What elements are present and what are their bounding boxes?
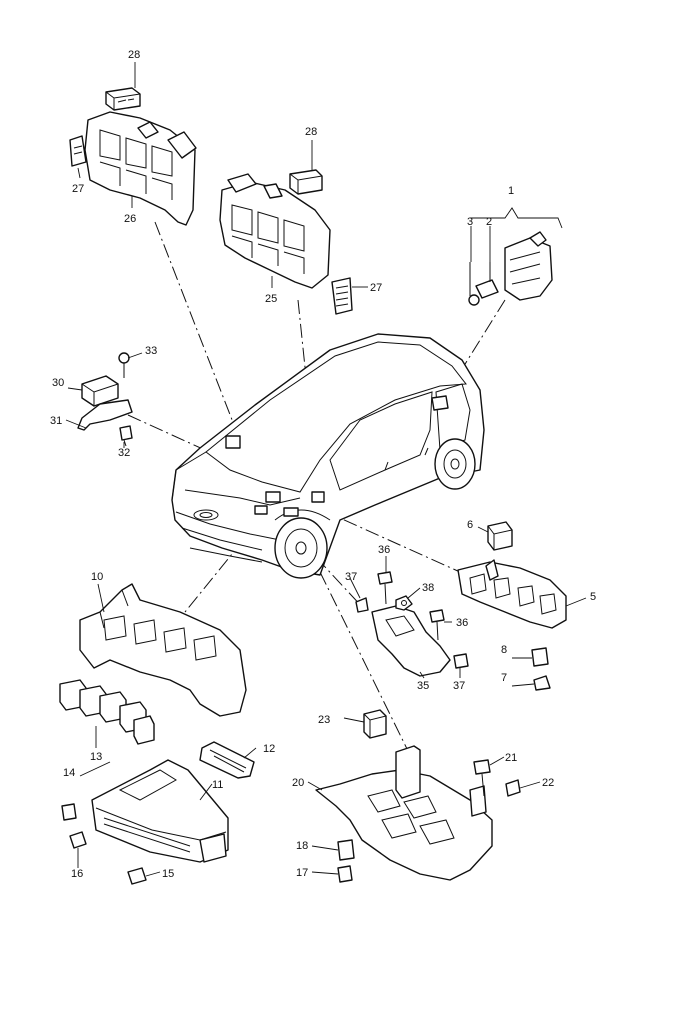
callout-28-top-middle: 28 [305,126,317,138]
carrier-10 [79,583,247,717]
nut-38 [395,595,413,611]
control-unit-11 [61,759,229,863]
callout-7: 7 [501,672,507,684]
callout-3: 3 [467,216,473,228]
callout-1: 1 [508,185,514,197]
callout-35: 35 [417,680,429,692]
callout-31: 31 [50,415,62,427]
callout-13: 13 [90,751,102,763]
callout-6: 6 [467,519,473,531]
fuse-holder-27-middle [331,277,353,315]
car-body [171,333,485,579]
callout-27-middle: 27 [370,282,382,294]
callout-14: 14 [63,767,75,779]
relay-carrier-26 [69,111,197,226]
callout-18: 18 [296,840,308,852]
fuse-8 [531,647,549,667]
callout-25: 25 [265,293,277,305]
relay-6 [487,521,513,551]
clips-15-16 [69,831,147,885]
relay-carrier-5 [457,559,567,629]
callout-26: 26 [124,213,136,225]
part-1-assembly [468,231,553,306]
callout-27-top-left: 27 [72,183,84,195]
bracket-35 [355,597,469,677]
leader-lines [65,62,587,877]
callout-10: 10 [91,571,103,583]
callout-21: 21 [505,752,517,764]
relay-28-top-left [105,87,141,111]
callout-37-right: 37 [453,680,465,692]
clip-17 [337,865,353,883]
callout-33: 33 [145,345,157,357]
callout-36-upper: 36 [378,544,390,556]
callout-38: 38 [422,582,434,594]
carrier-20 [315,745,493,881]
relay-carrier-25 [219,173,331,289]
callout-2: 2 [486,216,492,228]
relay-row-13 [59,679,155,745]
callout-11: 11 [212,779,223,791]
callout-37-left: 37 [345,571,357,583]
bolt-36-upper [377,571,393,605]
callout-15: 15 [162,868,174,880]
callout-8: 8 [501,644,507,656]
callout-30: 30 [52,377,64,389]
relay-28-top-middle [289,169,323,195]
callout-17: 17 [296,867,308,879]
fuse-18 [337,839,355,861]
bolt-36-lower [429,609,445,641]
relay-23 [363,709,387,739]
callout-28-top-left: 28 [128,49,140,61]
callout-23: 23 [318,714,330,726]
callout-labels: 28 27 26 28 25 27 1 3 2 33 30 31 32 6 36… [50,49,596,880]
callout-16: 16 [71,868,83,880]
bolt-21 [473,759,491,797]
callout-5: 5 [590,591,596,603]
callout-20: 20 [292,777,304,789]
callout-36-lower: 36 [456,617,468,629]
clip-22 [505,779,521,797]
callout-12: 12 [263,743,275,755]
clip-7 [533,675,551,691]
callout-32: 32 [118,447,130,459]
fuse-strip-12 [199,741,255,779]
bracket-group-30 [77,352,133,447]
callout-22: 22 [542,777,554,789]
